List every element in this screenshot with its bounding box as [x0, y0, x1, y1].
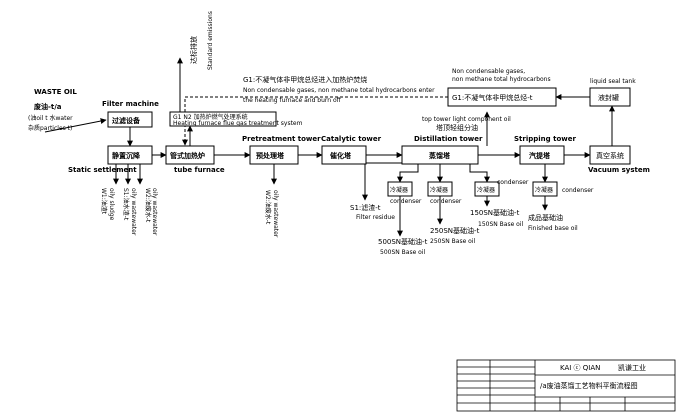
tube-furnace-node: 管式加热炉	[165, 145, 215, 165]
base-oil-250-cn: 250SN基础油-t	[430, 226, 480, 235]
base-oil-150-en: 150SN Base oil	[478, 221, 524, 228]
static-settlement-en: Static settlement	[68, 166, 137, 174]
finished-oil-cn: 成品基础油	[528, 213, 563, 222]
drawing-title: /a废油蒸馏工艺物料平衡流程图	[540, 381, 638, 390]
base-oil-500-cn: 500SN基础油-t	[378, 237, 428, 246]
static-settlement-cn: 静置沉降	[112, 151, 141, 160]
finished-oil-en: Finished base oil	[528, 225, 578, 232]
s1w-output-cn: S1:油水渣-t	[122, 188, 130, 221]
condenser-4-en: condenser	[562, 187, 594, 194]
top-light-oil-en: top tower light component oil	[422, 116, 511, 123]
feed-rate-label: 废油-t/a	[34, 102, 62, 111]
distillation-cn: 蒸馏塔	[429, 151, 451, 160]
vacuum-node: 真空系统	[589, 145, 631, 165]
w2-output-cn: W2:油废水-t	[144, 188, 152, 223]
gas-top-en-2: non methane total hydrocarbons	[452, 76, 551, 83]
feed-composition-1: (油oil t 水water	[28, 114, 73, 122]
seal-tank-en: liquid seal tank	[590, 78, 636, 85]
flue-gas-system-en: Heating furnace flue gas treatment syste…	[173, 120, 303, 127]
condenser-4: 冷凝器	[532, 181, 558, 197]
base-oil-250-en: 250SN Base oil	[430, 238, 476, 245]
w2-output-en: oily wastewater	[151, 188, 158, 236]
distillation-en: Distillation tower	[414, 135, 483, 143]
stripping-node: 汽提塔	[519, 145, 565, 165]
gas-output-node: G1:不凝气体非甲烷总烃-t	[447, 87, 557, 107]
filter-residue-cn: S1:滤渣-t	[350, 203, 381, 212]
tube-furnace-en: tube furnace	[174, 166, 225, 174]
w1-output-en: oily sludge	[108, 188, 115, 221]
standard-emissions-en: Standard emissions	[207, 11, 214, 70]
filter-residue-en: Filter residue	[356, 214, 395, 221]
catalytic-cn: 催化塔	[330, 151, 352, 160]
pretreatment-cn: 预处理塔	[256, 151, 285, 160]
company-name-cn: 凯谦工业	[618, 363, 646, 372]
top-light-oil-cn: 塔顶轻组分油	[436, 123, 478, 132]
filter-machine-cn: 过滤设备	[112, 116, 141, 125]
condenser-4-cn: 冷凝器	[535, 186, 553, 194]
flue-gas-system-node: G1 N2 加热炉燃气处理系统 Heating furnace flue gas…	[169, 111, 303, 127]
condenser-2-en: condenser	[430, 198, 462, 205]
feed-composition-2: 杂质particles t)	[28, 124, 72, 132]
pretreat-wastewater-cn: W2:油废水-t	[264, 190, 272, 225]
w1-output-cn: W1:油渣t	[100, 188, 108, 215]
vacuum-en: Vacuum system	[588, 166, 650, 174]
flow-cond3	[469, 164, 490, 183]
condenser-3: 冷凝器	[474, 181, 500, 197]
catalytic-node: 催化塔	[321, 145, 367, 165]
filter-machine-en: Filter machine	[102, 100, 159, 108]
condenser-2: 冷凝器	[427, 181, 453, 197]
catalytic-en: Catalytic tower	[321, 135, 382, 143]
vacuum-cn: 真空系统	[596, 151, 624, 160]
base-oil-150-cn: 150SN基础油-t	[470, 208, 520, 217]
standard-emissions-cn: 达标排放	[189, 36, 198, 64]
pretreatment-node: 预处理塔	[249, 145, 299, 165]
flow-gas-to-furnace	[182, 96, 448, 146]
static-settlement-node: 静置沉降	[107, 145, 153, 165]
flue-gas-system-cn: G1 N2 加热炉燃气处理系统	[173, 113, 248, 121]
condenser-1: 冷凝器	[387, 181, 413, 197]
waste-oil-label: WASTE OIL	[34, 88, 77, 96]
pretreat-wastewater-en: oily wastewater	[272, 190, 279, 238]
s1w-output-en: oily wastewater	[130, 188, 137, 236]
tube-furnace-cn: 管式加热炉	[170, 151, 205, 160]
seal-tank-cn: 液封罐	[598, 93, 619, 102]
condenser-1-en: condenser	[390, 198, 422, 205]
stripping-cn: 汽提塔	[529, 151, 551, 160]
filter-machine-node: 过滤设备	[107, 111, 153, 128]
distillation-node: 蒸馏塔	[401, 145, 479, 165]
title-block	[456, 359, 676, 412]
gas-output-label: G1:不凝气体非甲烷总烃-t	[452, 93, 533, 102]
company-name: KAI ⓒ QIAN	[560, 364, 600, 372]
condenser-2-cn: 冷凝器	[430, 186, 448, 194]
gas-to-furnace-cn: G1:不凝气体非甲烷总烃进入加热炉焚烧	[243, 75, 367, 84]
condenser-3-cn: 冷凝器	[477, 186, 495, 194]
seal-tank-node: 液封罐	[589, 87, 631, 107]
flow-feed	[44, 118, 107, 133]
gas-to-furnace-en-1: Non condensable gases, non methane total…	[243, 87, 435, 94]
pretreatment-en: Pretreatment tower	[242, 135, 321, 143]
gas-top-en-1: Non condensable gases,	[452, 68, 525, 75]
flow-cond1	[397, 164, 419, 183]
condenser-3-en: condenser	[497, 179, 529, 186]
stripping-en: Stripping tower	[514, 135, 576, 143]
base-oil-500-en: 500SN Base oil	[380, 249, 426, 256]
condenser-1-cn: 冷凝器	[390, 186, 408, 194]
gas-to-furnace-en-2: the heating furnace and burn off	[243, 97, 342, 104]
